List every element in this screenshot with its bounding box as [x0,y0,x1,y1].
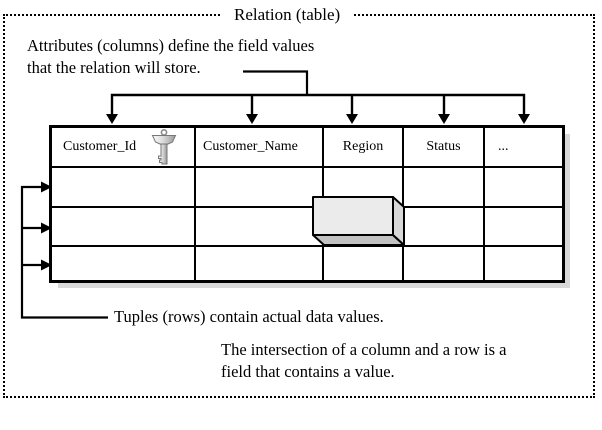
table-cell [324,168,404,208]
table-cell [485,208,562,247]
table-cell [404,168,485,208]
table-cell [324,208,404,247]
tuples-note: Tuples (rows) contain actual data values… [114,307,384,326]
intersection-note: The intersection of a column and a row i… [221,339,506,383]
table-cell [52,168,196,208]
column-header-ellipsis: ... [485,128,562,168]
primary-key-icon [151,129,177,165]
table-cell [485,168,562,208]
intersection-note-line1: The intersection of a column and a row i… [221,340,507,359]
attributes-note-line1: Attributes (columns) define the field va… [27,36,315,55]
column-header-customer-id: Customer_Id [52,128,196,168]
column-header-customer-name: Customer_Name [196,128,324,168]
table-cell [196,208,324,247]
column-header-region: Region [324,128,404,168]
table-cell [485,247,562,280]
primary-key-icon-svg [151,129,177,165]
diagram-title: Relation (table) [220,4,355,25]
table-cell [52,247,196,280]
attributes-note: Attributes (columns) define the field va… [27,35,314,79]
table-cell [404,247,485,280]
table-cell [196,168,324,208]
intersection-note-line2: field that contains a value. [221,362,395,381]
relation-table: Customer_Id Customer_Name Region Status … [49,125,565,283]
attributes-note-line2: that the relation will store. [27,58,201,77]
table-cell [404,208,485,247]
table-cell [196,247,324,280]
table-cell [52,208,196,247]
table-cell [324,247,404,280]
column-header-status: Status [404,128,485,168]
